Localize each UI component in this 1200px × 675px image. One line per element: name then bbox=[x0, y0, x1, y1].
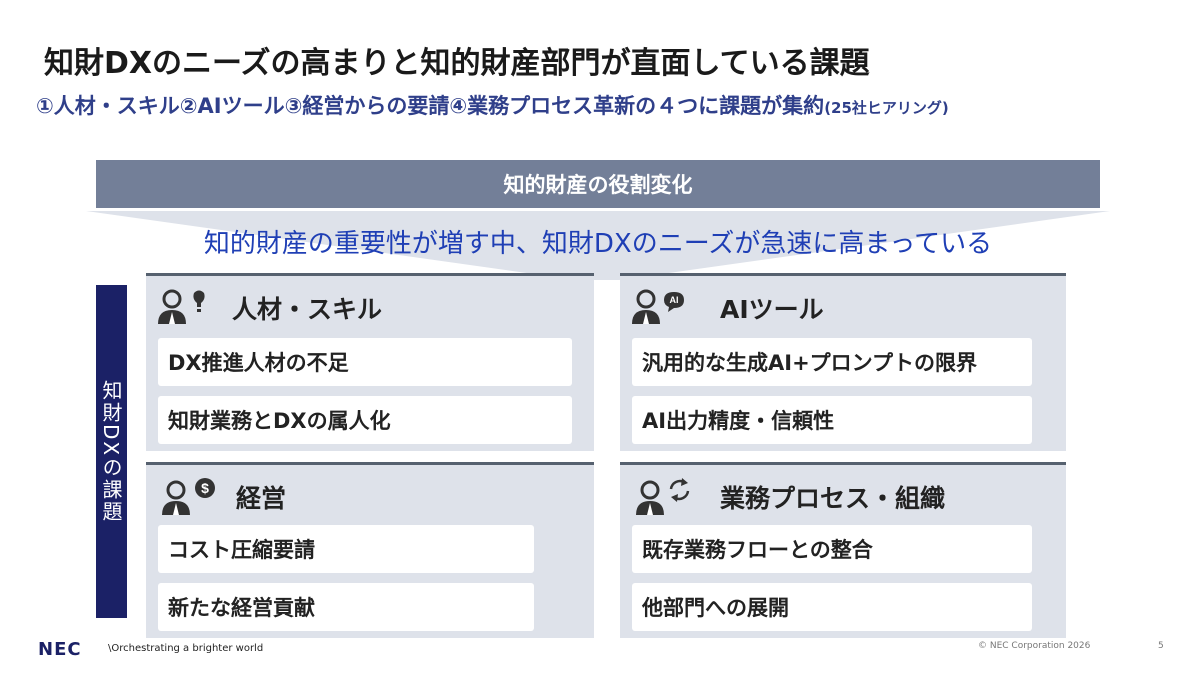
banner-label: 知的財産の役割変化 bbox=[503, 173, 693, 197]
side-label: 知財DXの課題 bbox=[96, 285, 127, 618]
panel-business-process: 業務プロセス・組織 既存業務フローとの整合 他部門への展開 bbox=[620, 462, 1066, 638]
panel-ai-tools: AI AIツール 汎用的な生成AI+プロンプトの限界 AI出力精度・信頼性 bbox=[620, 273, 1066, 451]
list-item: DX推進人材の不足 bbox=[158, 338, 572, 386]
list-item: 新たな経営貢献 bbox=[158, 583, 534, 631]
panel-header: 業務プロセス・組織 bbox=[620, 465, 1066, 523]
panel-human-resources: 人材・スキル DX推進人材の不足 知財業務とDXの属人化 bbox=[146, 273, 594, 451]
footer-copyright: © NEC Corporation 2026 bbox=[978, 641, 1091, 651]
list-item: 知財業務とDXの属人化 bbox=[158, 396, 572, 444]
list-item: AI出力精度・信頼性 bbox=[632, 396, 1032, 444]
panel-management: $ 経営 コスト圧縮要請 新たな経営貢献 bbox=[146, 462, 594, 638]
page-number: 5 bbox=[1158, 641, 1164, 651]
footer-tagline: \Orchestrating a brighter world bbox=[108, 643, 264, 654]
subtitle-note: (25社ヒアリング) bbox=[824, 99, 949, 117]
panel-header: $ 経営 bbox=[146, 465, 594, 523]
svg-text:$: $ bbox=[201, 480, 209, 496]
banner-graphic bbox=[86, 160, 1110, 280]
panel-title: 経営 bbox=[236, 484, 287, 513]
list-item: 既存業務フローとの整合 bbox=[632, 525, 1032, 573]
banner-text: 知的財産の重要性が増す中、知財DXのニーズが急速に高まっている bbox=[203, 229, 993, 259]
list-item: 汎用的な生成AI+プロンプトの限界 bbox=[632, 338, 1032, 386]
panel-title: AIツール bbox=[720, 295, 824, 324]
side-label-text: 知財DXの課題 bbox=[99, 379, 123, 524]
panel-header: AI AIツール bbox=[620, 276, 1066, 334]
nec-logo: NEC bbox=[38, 639, 82, 660]
person-lightbulb-icon bbox=[158, 289, 205, 324]
banner-funnel bbox=[86, 211, 1110, 280]
person-ai-icon: AI bbox=[632, 289, 684, 324]
panel-header: 人材・スキル bbox=[146, 276, 594, 334]
person-cycle-icon bbox=[636, 478, 690, 515]
subtitle-main: ①人材・スキル②AIツール③経営からの要請④業務プロセス革新の４つに課題が集約 bbox=[36, 94, 825, 118]
panel-title: 人材・スキル bbox=[232, 295, 383, 324]
list-item: コスト圧縮要請 bbox=[158, 525, 534, 573]
panel-title: 業務プロセス・組織 bbox=[720, 484, 946, 513]
svg-text:AI: AI bbox=[670, 295, 679, 305]
person-dollar-icon: $ bbox=[162, 478, 215, 515]
page-title: 知財DXのニーズの高まりと知的財産部門が直面している課題 bbox=[44, 46, 870, 81]
banner-header-bar bbox=[96, 160, 1100, 208]
list-item: 他部門への展開 bbox=[632, 583, 1032, 631]
page-subtitle: ①人材・スキル②AIツール③経営からの要請④業務プロセス革新の４つに課題が集約(… bbox=[36, 90, 1176, 120]
